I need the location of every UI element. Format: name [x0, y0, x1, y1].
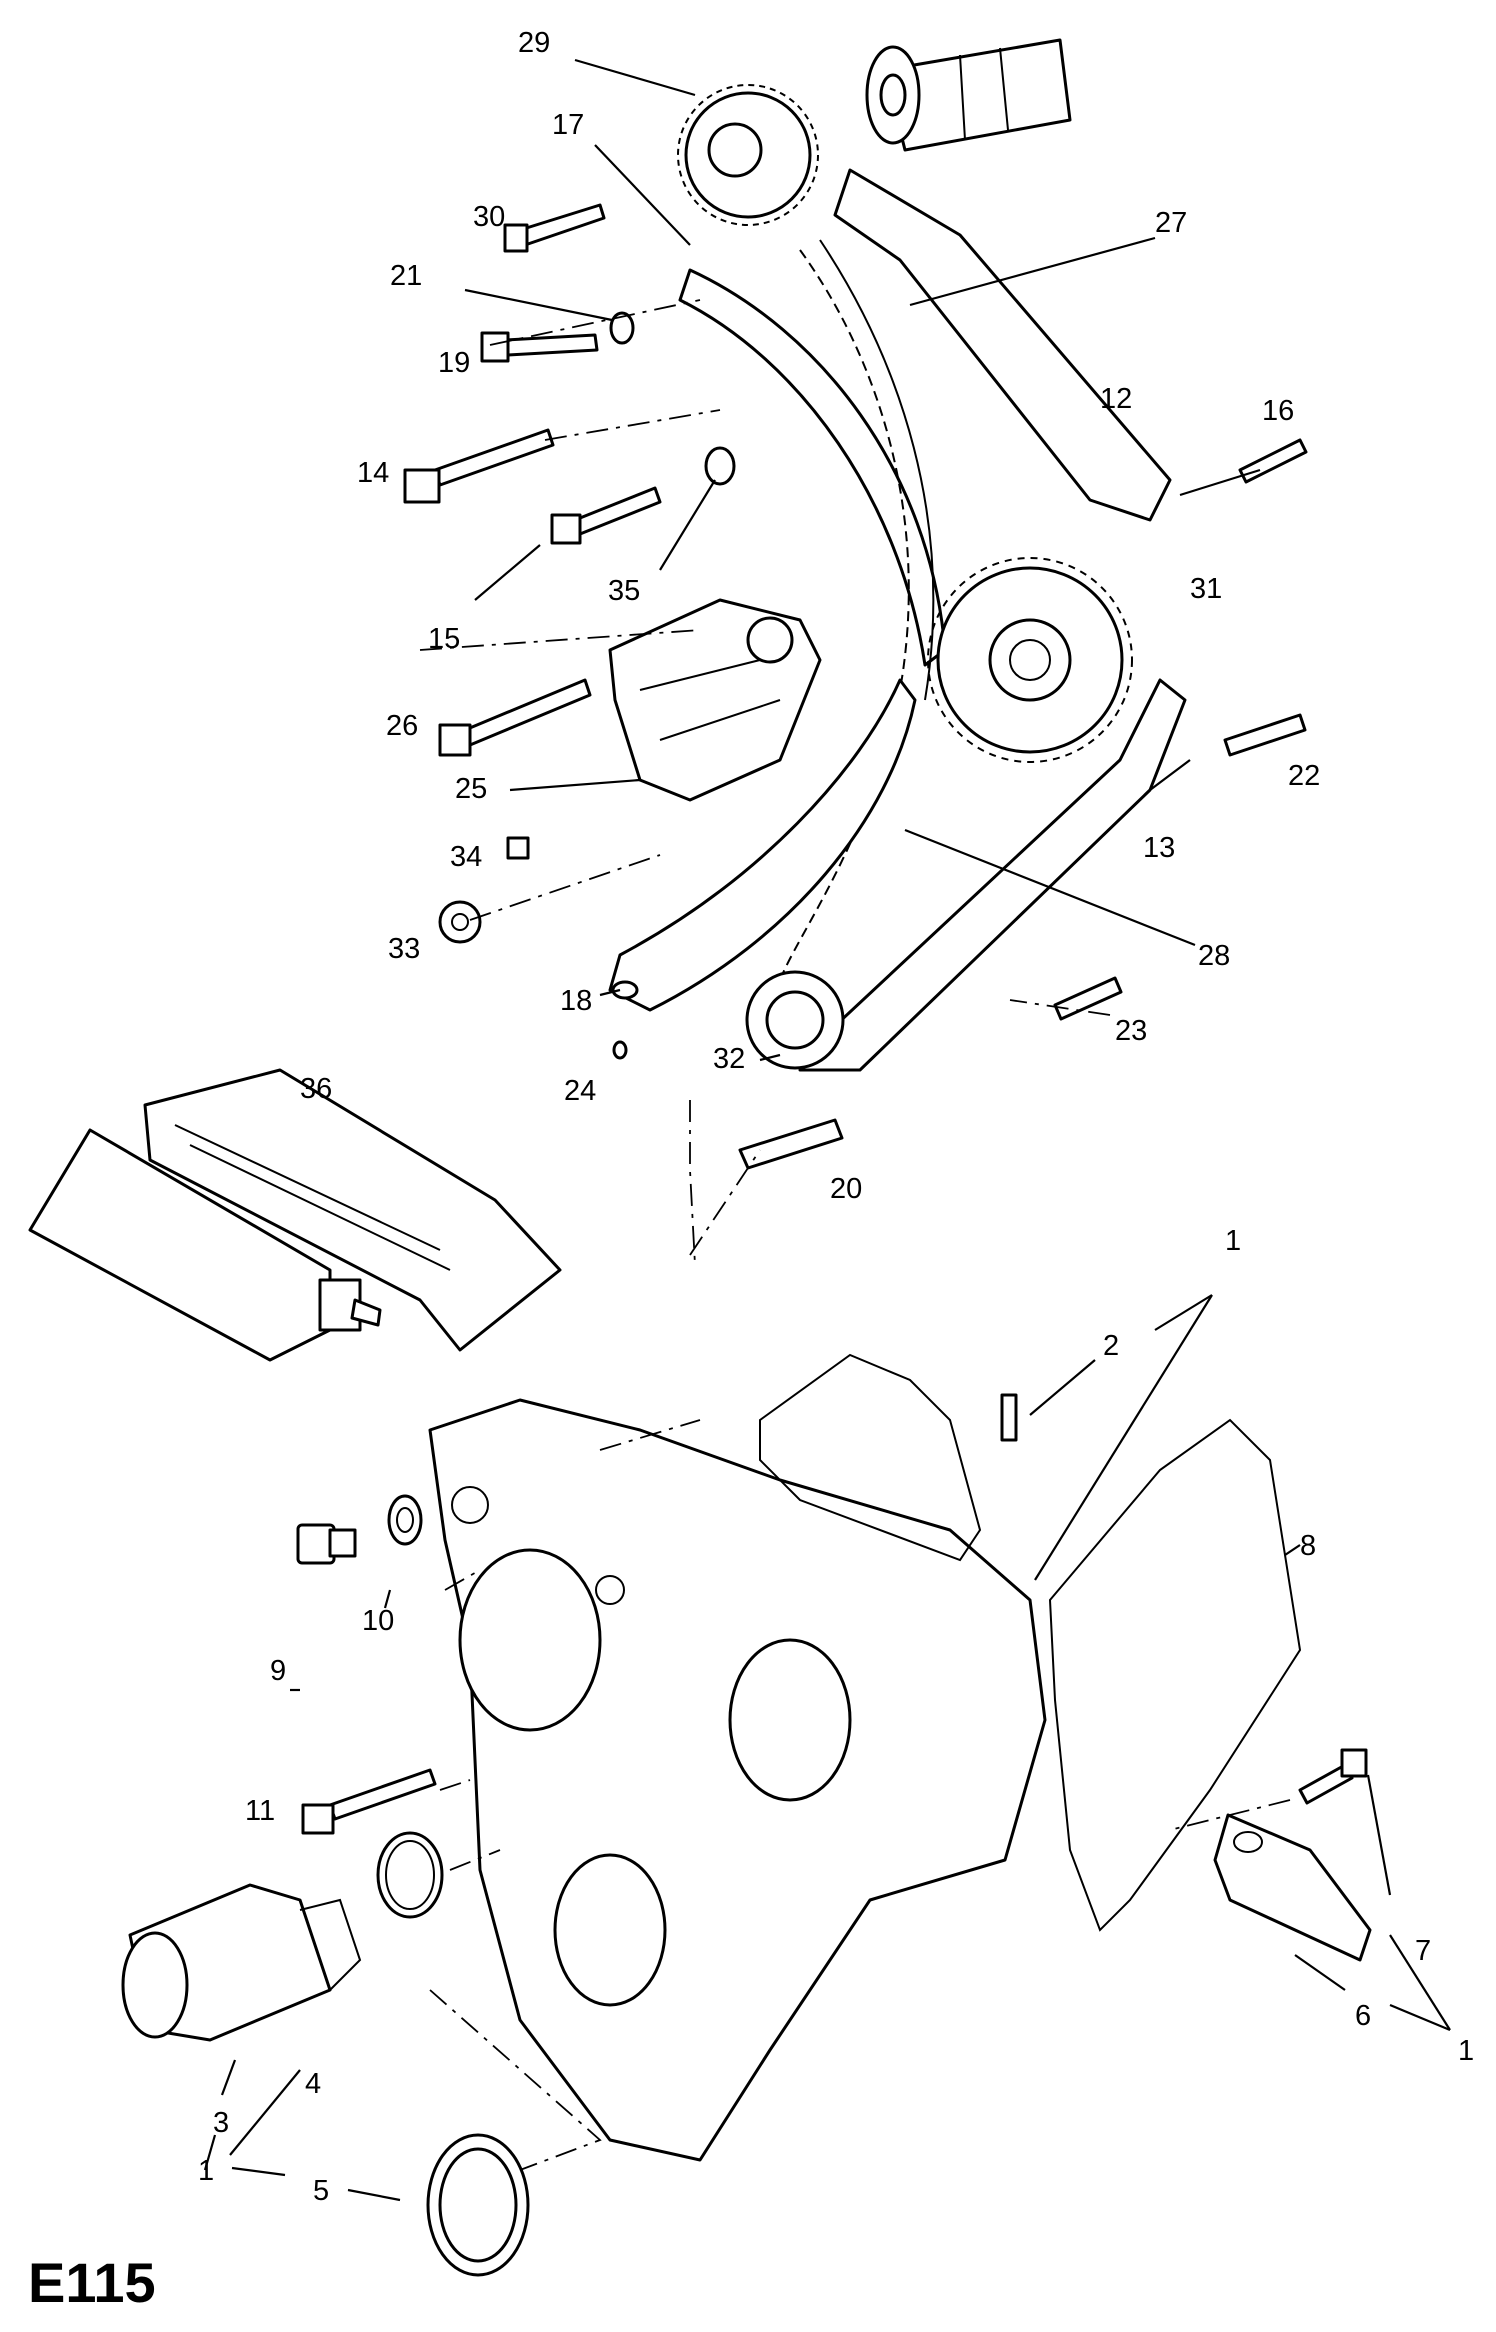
callout-33: 33	[388, 933, 420, 965]
lower-tensioner-rail	[608, 678, 917, 1012]
seal-18	[611, 980, 639, 1000]
callout-7: 7	[1415, 1935, 1431, 1967]
bolt-19	[480, 331, 599, 363]
bolt-16	[1238, 438, 1308, 484]
callout-34: 34	[450, 841, 482, 873]
callout-14: 14	[357, 457, 389, 489]
callout-numbers: 29 17 30 27 21 19 12 16 14 15 35 31 26 2…	[198, 27, 1474, 2207]
callout-24: 24	[564, 1075, 596, 1107]
washer-10	[387, 1494, 423, 1546]
callout-5: 5	[313, 2175, 329, 2207]
bolt-14	[403, 428, 555, 504]
assembly-centerlines	[419, 299, 1291, 2171]
callout-1-right: 1	[1458, 2035, 1474, 2067]
bolt-7	[1298, 1748, 1368, 1805]
bracket-6	[1213, 1813, 1372, 1962]
callout-29: 29	[518, 27, 550, 59]
callout-30: 30	[473, 201, 505, 233]
callout-21: 21	[390, 260, 422, 292]
tensioner-rail	[678, 268, 947, 667]
nut-33	[438, 900, 482, 944]
callout-11: 11	[245, 1795, 275, 1827]
callout-16: 16	[1262, 395, 1294, 427]
callout-19: 19	[438, 347, 470, 379]
callout-2: 2	[1103, 1330, 1119, 1362]
callout-25: 25	[455, 773, 487, 805]
callout-23: 23	[1115, 1015, 1147, 1047]
pin-22	[1223, 713, 1307, 757]
dowel-2	[1000, 1393, 1018, 1442]
callout-36: 36	[300, 1073, 332, 1105]
callout-9: 9	[270, 1655, 286, 1687]
camshaft-sprocket	[677, 84, 819, 226]
washer-35	[704, 446, 736, 486]
callout-13: 13	[1143, 832, 1175, 864]
timing-cover	[428, 1398, 1047, 2162]
oil-filter-housing-3	[121, 1883, 362, 2042]
pin-23	[1053, 976, 1123, 1021]
chain-tensioner	[608, 598, 822, 802]
callout-4: 4	[305, 2068, 321, 2100]
callout-27: 27	[1155, 207, 1187, 239]
intermediate-sprocket	[927, 557, 1133, 763]
callout-1-bottom: 1	[198, 2155, 214, 2187]
callout-28: 28	[1198, 940, 1230, 972]
seal-5	[426, 2133, 530, 2277]
callout-26: 26	[386, 710, 418, 742]
bolt-11	[301, 1768, 437, 1835]
callout-31: 31	[1190, 573, 1222, 605]
callout-3: 3	[213, 2107, 229, 2139]
callout-1-top: 1	[1225, 1225, 1241, 1257]
callout-17: 17	[552, 109, 584, 141]
sealant-tube	[28, 1128, 382, 1362]
callout-35: 35	[608, 575, 640, 607]
lower-chain-guide	[798, 678, 1187, 1072]
pin-20	[738, 1118, 844, 1170]
upper-chain-guide	[833, 168, 1172, 522]
oring-4	[376, 1831, 444, 1919]
plug-9	[296, 1523, 357, 1565]
callout-15: 15	[428, 623, 460, 655]
callout-8: 8	[1300, 1530, 1316, 1562]
sealant-box	[143, 1068, 562, 1352]
callout-6: 6	[1355, 2000, 1371, 2032]
leader-lines	[203, 58, 1451, 2202]
cover-gasket-left	[759, 1353, 982, 1562]
crankshaft-sprocket	[745, 970, 845, 1070]
clip-34	[506, 836, 530, 860]
stud-15	[550, 486, 662, 545]
cover-gasket-right	[1048, 1418, 1302, 1932]
callout-10: 10	[362, 1605, 394, 1637]
callout-20: 20	[830, 1173, 862, 1205]
clip-24	[612, 1040, 628, 1060]
callout-12: 12	[1100, 383, 1132, 415]
washer-21	[609, 311, 635, 345]
bolt-30	[503, 203, 606, 253]
callout-32: 32	[713, 1043, 745, 1075]
callout-22: 22	[1288, 760, 1320, 792]
callout-18: 18	[560, 985, 592, 1017]
diagram-code: E115	[28, 2251, 156, 2314]
bolt-26	[438, 678, 592, 757]
camshaft-end	[865, 38, 1072, 152]
